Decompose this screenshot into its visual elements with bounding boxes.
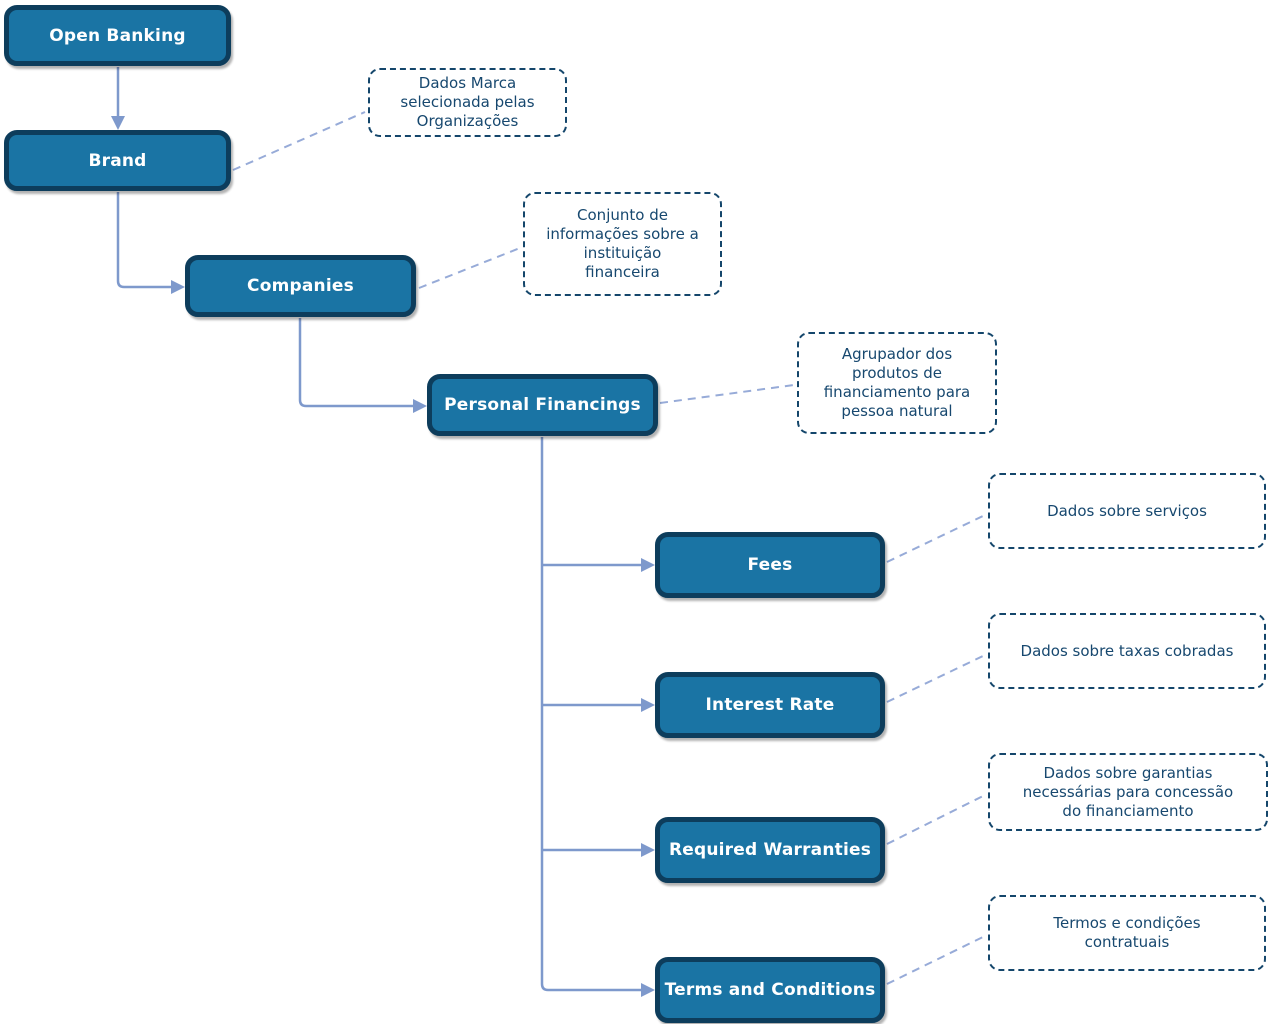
node-companies: Companies: [185, 255, 416, 317]
annotation-interest-rate: Dados sobre taxas cobradas: [988, 613, 1266, 689]
annotation-brand: Dados Marca selecionada pelas Organizaçõ…: [368, 68, 567, 137]
link-companies-annotation: [418, 247, 521, 289]
node-required-warranties: Required Warranties: [655, 817, 885, 883]
annotation-companies: Conjunto de informações sobre a institui…: [523, 192, 722, 296]
annotation-fees: Dados sobre serviços: [988, 473, 1266, 549]
annotation-personal-financings: Agrupador dos produtos de financiamento …: [797, 332, 997, 434]
link-brand-annotation: [232, 111, 366, 171]
node-open-banking: Open Banking: [4, 5, 231, 66]
link-required-warranties-annotation: [886, 794, 986, 845]
edge-brand-to-companies: [116, 192, 185, 294]
edge-trunk-to-terms-and-conditions: [540, 437, 655, 997]
node-brand: Brand: [4, 130, 231, 191]
link-interest-rate-annotation: [886, 654, 986, 703]
annotation-required-warranties: Dados sobre garantias necessárias para c…: [988, 753, 1268, 831]
link-personal-financings-annotation: [659, 384, 795, 404]
annotation-terms-and-conditions: Termos e condições contratuais: [988, 895, 1266, 971]
node-interest-rate: Interest Rate: [655, 672, 885, 738]
link-fees-annotation: [886, 514, 986, 563]
node-fees: Fees: [655, 532, 885, 598]
edge-companies-to-personal-financings: [298, 318, 427, 413]
link-terms-annotation: [886, 935, 986, 985]
node-personal-financings: Personal Financings: [427, 374, 658, 436]
node-terms-and-conditions: Terms and Conditions: [655, 957, 885, 1023]
